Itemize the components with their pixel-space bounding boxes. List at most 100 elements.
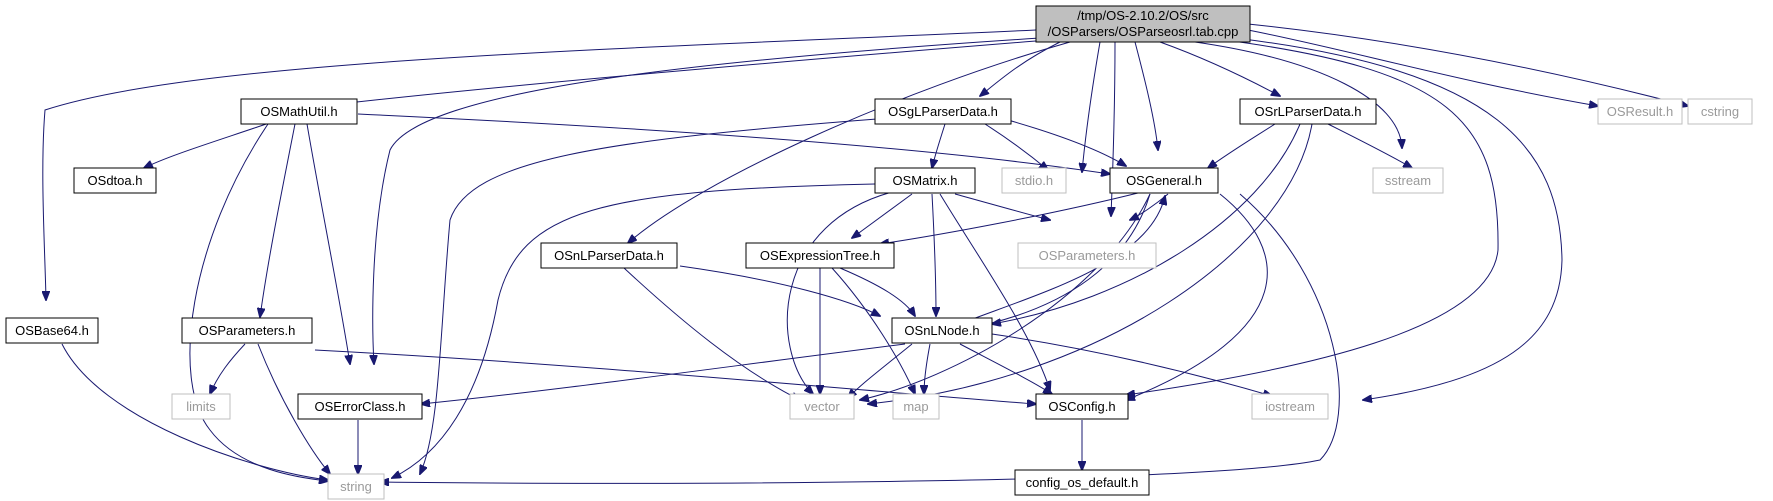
node-osbase64[interactable]: OSBase64.h [5, 317, 99, 344]
node-osmatrix[interactable]: OSMatrix.h [874, 167, 976, 194]
node-oserrorclass[interactable]: OSErrorClass.h [297, 393, 423, 420]
edge-root-oserrorclass [373, 37, 1041, 364]
edge-root-sstream [1194, 41, 1402, 148]
edge-root-osglparserdata [980, 41, 1061, 96]
node-osnlnode[interactable]: OSnLNode.h [891, 317, 993, 344]
edge-osmatrix-osconfig [939, 193, 1050, 390]
edge-osrlparserdata-osnlnode [992, 123, 1301, 324]
node-label: OSgLParserData.h [888, 104, 998, 119]
edge-osglparserdata-stdio [984, 123, 1048, 170]
node-label: OSExpressionTree.h [760, 248, 880, 263]
edge-osrlparserdata-sstream [1327, 123, 1412, 168]
node-osmathutil[interactable]: OSMathUtil.h [240, 98, 358, 125]
edge-osparameters-string [257, 343, 330, 474]
edge-osnlnode-osconfig [959, 343, 1052, 394]
edge-osparameters-osconfig [314, 349, 1036, 404]
node-label: OSnLParserData.h [554, 248, 664, 263]
node-label: sstream [1385, 173, 1431, 188]
node-stdio[interactable]: stdio.h [1001, 167, 1067, 194]
node-config-os-default[interactable]: config_os_default.h [1014, 469, 1150, 496]
node-osresult[interactable]: OSResult.h [1597, 98, 1683, 125]
edge-osnlnode-iostream [991, 333, 1272, 396]
node-osgeneral[interactable]: OSGeneral.h [1109, 167, 1219, 194]
node-label: limits [186, 399, 216, 414]
node-string[interactable]: string [327, 473, 385, 500]
node-label: vector [804, 399, 840, 414]
edge-root-cstring [1247, 23, 1688, 106]
node-label: OSParameters.h [1039, 248, 1136, 263]
node-osglparserdata[interactable]: OSgLParserData.h [874, 98, 1012, 125]
node-label: OSParameters.h [199, 323, 296, 338]
edge-osrlparserdata-osgeneral [1208, 123, 1276, 168]
node-label: OSMathUtil.h [260, 104, 337, 119]
edge-osmatrix-osparametersgray [954, 193, 1050, 220]
edge-osnlparserdata-vector [623, 267, 800, 400]
node-label: OSdtoa.h [88, 173, 143, 188]
node-iostream[interactable]: iostream [1251, 393, 1329, 420]
node-label: OSnLNode.h [904, 323, 979, 338]
node-osrlparserdata[interactable]: OSrLParserData.h [1239, 98, 1377, 125]
edge-osmatrix-string [392, 183, 876, 478]
edge-osbase64-string [61, 343, 328, 480]
node-osconfig[interactable]: OSConfig.h [1035, 393, 1129, 420]
node-map[interactable]: map [892, 393, 940, 420]
edge-osmathutil-string [189, 123, 328, 481]
node-vector[interactable]: vector [789, 393, 855, 420]
node-label: config_os_default.h [1026, 475, 1139, 490]
edge-root-osrlparserdata [1159, 41, 1280, 96]
edge-osrlparserdata-vector [868, 123, 1313, 404]
edge-osglparserdata-osmatrix [932, 123, 946, 168]
node-label: OSErrorClass.h [314, 399, 405, 414]
node-label: OSResult.h [1607, 104, 1673, 119]
edge-osmatrix-osnlnode [931, 193, 936, 316]
node-osexpressiontree[interactable]: OSExpressionTree.h [745, 242, 895, 269]
edge-osgeneral-vector [860, 193, 1151, 400]
root-label-line1: /tmp/OS-2.10.2/OS/src [1077, 8, 1209, 23]
edge-osnlnode-map [924, 343, 931, 394]
node-label: OSMatrix.h [892, 173, 957, 188]
edge-root-osnlparserdata [628, 41, 1071, 243]
edge-root-osparametersgray [1111, 41, 1116, 216]
edges [43, 23, 1688, 483]
edge-root-iostream [1234, 37, 1563, 400]
node-osdtoa[interactable]: OSdtoa.h [73, 167, 157, 194]
node-label: string [340, 479, 372, 494]
edge-osgeneral-osnlnode [960, 193, 1151, 330]
edge-osgeneral-osconfig [1126, 193, 1268, 400]
edge-osmatrix-osexpressiontree [852, 193, 913, 238]
node-label: iostream [1265, 399, 1315, 414]
node-osparameters-external[interactable]: OSParameters.h [1017, 242, 1157, 269]
edge-osmathutil-osparameters [260, 123, 296, 317]
edge-osglparserdata-string [420, 117, 891, 474]
edge-root-osresult [1247, 29, 1598, 106]
edge-osmathutil-osgeneral [357, 113, 1110, 174]
node-sstream[interactable]: sstream [1372, 167, 1444, 194]
node-label: stdio.h [1015, 173, 1053, 188]
edge-osnlparserdata-osnlnode [679, 265, 880, 316]
node-label: OSConfig.h [1048, 399, 1115, 414]
edge-osexpressiontree-map [831, 267, 915, 394]
edge-osgeneral-osexpressiontree [880, 191, 1143, 244]
edge-osnlnode-osgeneral [969, 196, 1165, 321]
edge-root-osmathutil [322, 40, 1037, 106]
root-label-line2: /OSParsers/OSParseosrl.tab.cpp [1048, 24, 1239, 39]
edge-root-osbase64 [43, 29, 1037, 300]
node-label: map [903, 399, 928, 414]
edge-osmathutil-oserrorclass [306, 123, 350, 364]
node-label: OSrLParserData.h [1255, 104, 1362, 119]
node-root[interactable]: /tmp/OS-2.10.2/OS/src /OSParsers/OSParse… [1035, 5, 1251, 43]
node-osparameters[interactable]: OSParameters.h [181, 317, 313, 344]
edge-osnlnode-oserrorclass [421, 343, 906, 404]
edge-osexpressiontree-osnlnode [839, 267, 915, 316]
node-osnlparserdata[interactable]: OSnLParserData.h [540, 242, 678, 269]
edge-root-stdio [1082, 41, 1101, 172]
edge-osglparserdata-osgeneral [1007, 119, 1126, 166]
node-label: OSGeneral.h [1126, 173, 1202, 188]
edge-osparameters-limits [210, 343, 246, 394]
node-cstring[interactable]: cstring [1687, 98, 1753, 125]
edge-osgeneral-string [380, 193, 1340, 483]
node-limits[interactable]: limits [171, 393, 231, 420]
edge-osmatrix-vector [786, 189, 901, 394]
node-label: cstring [1701, 104, 1739, 119]
